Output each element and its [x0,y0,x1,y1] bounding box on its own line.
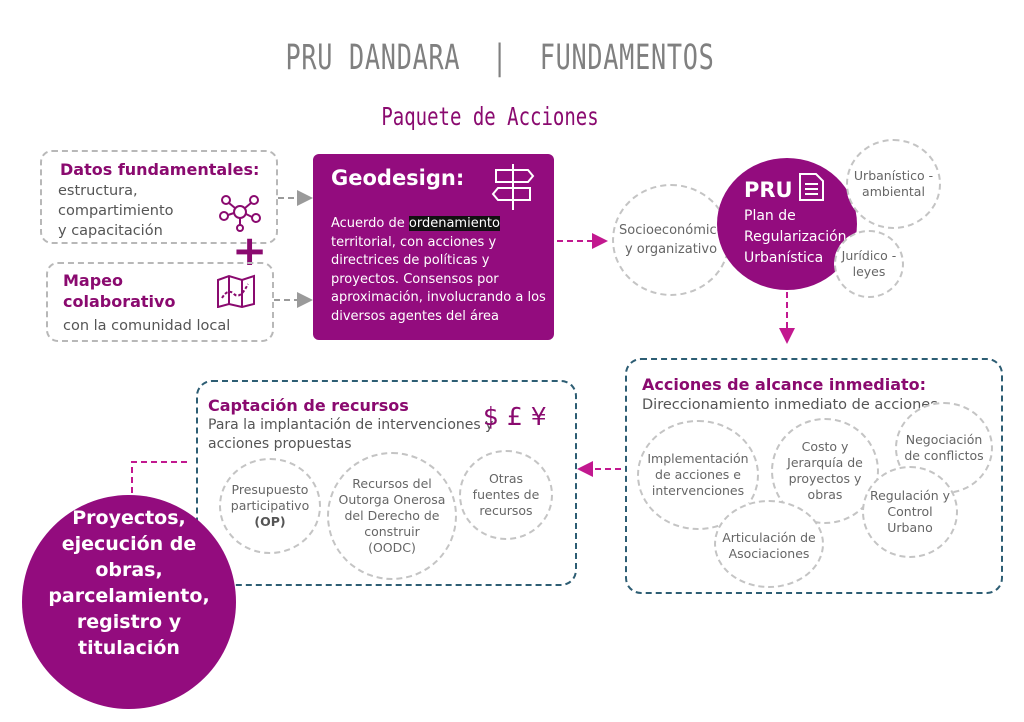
captacion-subtitle: Para la implantación de intervenciones y… [208,417,494,452]
circle-socioeconomico: Socioeconómico y organizativo [612,184,730,296]
final-circle: Proyectos, ejecución de obras, parcelami… [22,495,236,709]
circle-presupuesto: Presupuesto participativo(OP) [219,458,321,554]
acciones-box: Acciones de alcance inmediato: Direccion… [625,358,1003,594]
datos-title: Datos fundamentales: [60,160,260,179]
document-icon [799,173,824,201]
mapeo-text: con la comunidad local [63,318,231,334]
circle-regulacion: Regulación y Control Urbano [862,466,958,558]
circle-otras-fuentes: Otras fuentes de recursos [459,450,553,540]
datos-fundamentales-box: Datos fundamentales: estructura, compart… [40,150,278,244]
mapeo-title: Mapeo colaborativo [63,271,176,311]
geodesign-box: Geodesign: Acuerdo de ordenamiento terri… [313,154,554,340]
page-subtitle: Paquete de Acciones [381,102,599,131]
geodesign-title: Geodesign: [331,166,465,190]
map-icon [217,274,255,308]
circle-juridico: Jurídico -leyes [834,230,904,298]
pru-text: Plan de Regularización Urbanística [744,208,847,266]
currency-icon: $ £ ¥ [483,402,547,431]
circle-urbanistico: Urbanístico -ambiental [846,139,941,229]
network-icon [219,195,261,232]
signpost-icon [491,164,535,210]
captacion-title: Captación de recursos [208,396,409,415]
datos-text: estructura, compartimiento y capacitació… [58,183,174,239]
circle-articulacion: Articulación de Asociaciones [714,500,824,588]
people-icon [225,649,289,690]
plus-icon: + [232,226,268,275]
page-title: PRU DANDARA | FUNDAMENTOS [285,38,715,78]
captacion-box: Captación de recursos Para la implantaci… [196,380,577,586]
highlighted-word: ordenamiento [408,216,500,231]
geodesign-text: Acuerdo de ordenamiento territorial, con… [331,216,546,324]
acciones-subtitle: Direccionamiento inmediato de acciones [642,397,938,413]
connector-captacion-final [131,461,187,510]
final-text: Proyectos, ejecución de obras, parcelami… [48,507,210,659]
circle-recursos-oodc: Recursos del Outorga Onerosa del Derecho… [327,452,457,580]
mapeo-box: Mapeo colaborativo con la comunidad loca… [46,262,274,342]
acciones-title: Acciones de alcance inmediato: [642,375,927,394]
pru-title: PRU [744,178,793,202]
pru-circle [717,158,857,290]
